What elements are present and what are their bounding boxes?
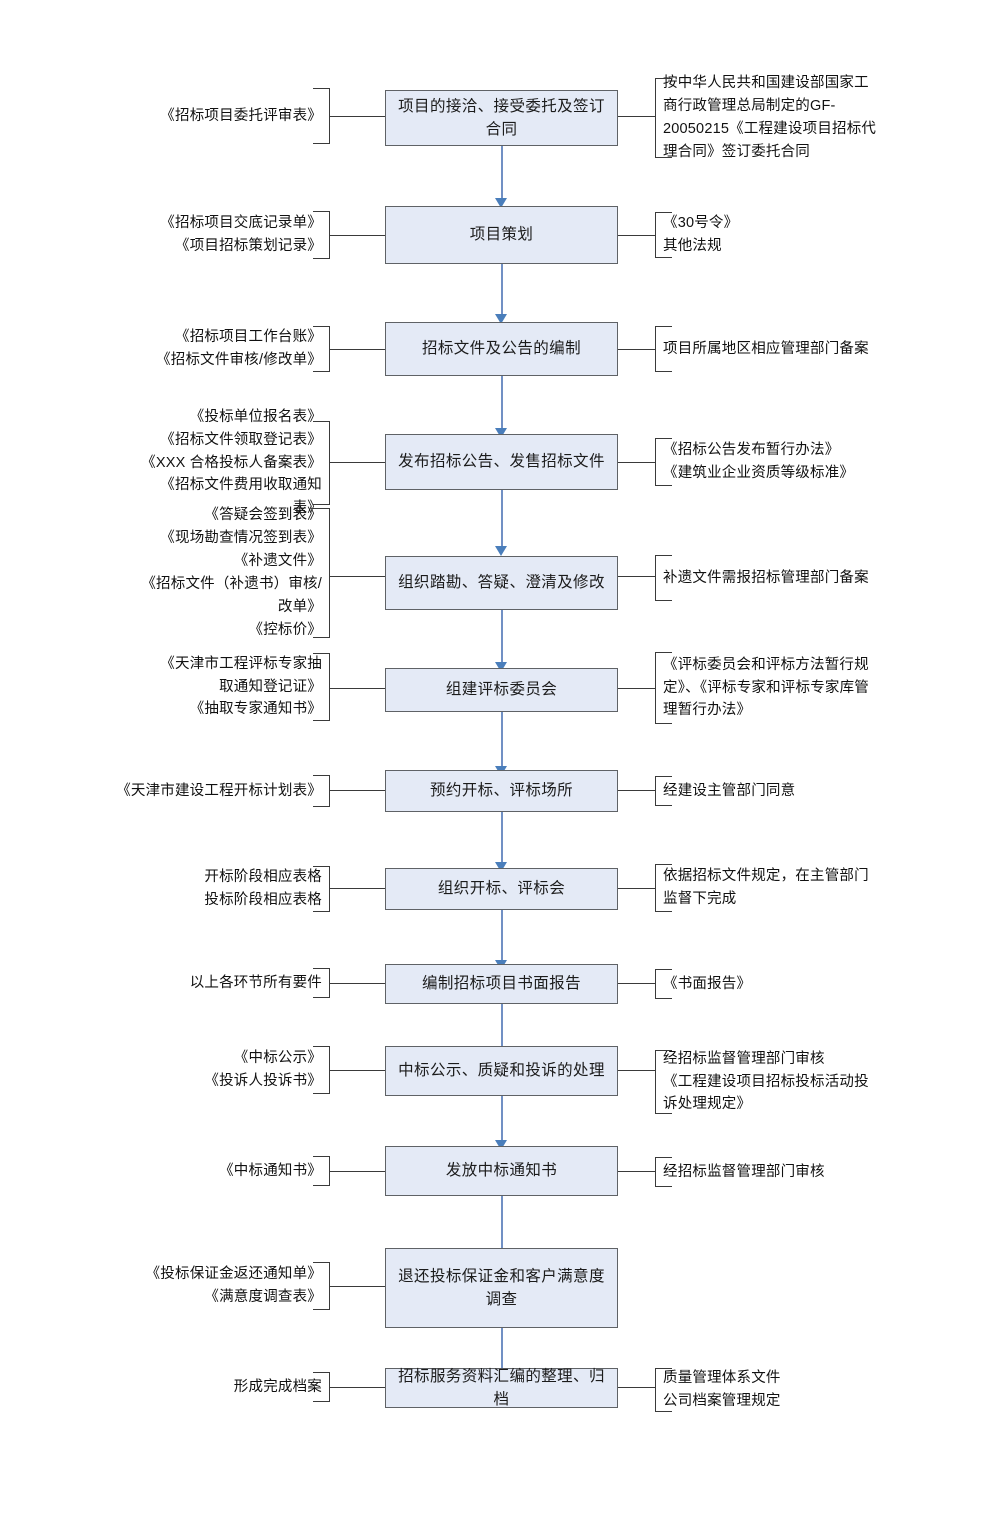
basis-note-step-2: 《30号令》 其他法规 xyxy=(655,212,883,258)
connector-9-10 xyxy=(501,1004,503,1048)
leader-right-9 xyxy=(618,983,655,984)
leader-left-6 xyxy=(330,688,385,689)
leader-right-8 xyxy=(618,888,655,889)
process-step-11[interactable]: 发放中标通知书 xyxy=(385,1146,618,1196)
leader-left-13 xyxy=(330,1387,385,1388)
arrowhead-4-5 xyxy=(495,546,507,556)
process-step-7[interactable]: 预约开标、评标场所 xyxy=(385,770,618,812)
basis-note-step-5: 补遗文件需报招标管理部门备案 xyxy=(655,555,883,601)
leader-right-6 xyxy=(618,688,655,689)
input-doc-step-1: 《招标项目委托评审表》 xyxy=(150,88,330,144)
leader-left-11 xyxy=(330,1171,385,1172)
arrowhead-10-11 xyxy=(495,1140,507,1150)
basis-note-step-9: 《书面报告》 xyxy=(655,969,883,999)
connector-3-4 xyxy=(501,376,503,430)
process-step-2[interactable]: 项目策划 xyxy=(385,206,618,264)
leader-left-12 xyxy=(330,1286,385,1287)
input-doc-step-9: 以上各环节所有要件 xyxy=(150,968,330,998)
connector-5-6 xyxy=(501,610,503,664)
arrowhead-3-4 xyxy=(495,428,507,438)
process-step-13[interactable]: 招标服务资料汇编的整理、归档 xyxy=(385,1368,618,1408)
leader-left-3 xyxy=(330,349,385,350)
connector-7-8 xyxy=(501,812,503,864)
leader-right-13 xyxy=(618,1387,655,1388)
leader-left-1 xyxy=(330,116,385,117)
leader-left-10 xyxy=(330,1070,385,1071)
connector-1-2 xyxy=(501,146,503,200)
leader-left-4 xyxy=(330,462,385,463)
arrowhead-2-3 xyxy=(495,314,507,324)
process-step-5[interactable]: 组织踏勘、答疑、澄清及修改 xyxy=(385,556,618,610)
connector-4-5 xyxy=(501,490,503,548)
basis-note-step-13: 质量管理体系文件 公司档案管理规定 xyxy=(655,1368,883,1412)
input-doc-step-5: 《答疑会签到表》 《现场勘查情况签到表》 《补遗文件》 《招标文件（补遗书）审核… xyxy=(140,507,330,638)
input-doc-step-7: 《天津市建设工程开标计划表》 xyxy=(108,775,330,807)
process-step-1[interactable]: 项目的接洽、接受委托及签订合同 xyxy=(385,90,618,146)
leader-right-1 xyxy=(618,116,655,117)
arrowhead-7-8 xyxy=(495,862,507,872)
leader-left-7 xyxy=(330,790,385,791)
arrowhead-5-6 xyxy=(495,662,507,672)
connector-6-7 xyxy=(501,712,503,768)
basis-note-step-8: 依据招标文件规定，在主管部门监督下完成 xyxy=(655,864,883,912)
leader-left-8 xyxy=(330,888,385,889)
input-doc-step-2: 《招标项目交底记录单》 《项目招标策划记录》 xyxy=(150,211,330,259)
leader-left-2 xyxy=(330,235,385,236)
leader-right-10 xyxy=(618,1070,655,1071)
leader-right-2 xyxy=(618,235,655,236)
input-doc-step-10: 《中标公示》 《投诉人投诉书》 xyxy=(150,1046,330,1094)
basis-note-step-3: 项目所属地区相应管理部门备案 xyxy=(655,326,883,372)
leader-left-5 xyxy=(330,576,385,577)
process-step-8[interactable]: 组织开标、评标会 xyxy=(385,868,618,910)
connector-10-11 xyxy=(501,1096,503,1142)
basis-note-step-11: 经招标监督管理部门审核 xyxy=(655,1157,883,1187)
input-doc-step-6: 《天津市工程评标专家抽取通知登记证》 《抽取专家通知书》 xyxy=(150,653,330,721)
input-doc-step-4: 《投标单位报名表》 《招标文件领取登记表》 《XXX 合格投标人备案表》 《招标… xyxy=(140,409,330,516)
leader-right-4 xyxy=(618,462,655,463)
process-step-10[interactable]: 中标公示、质疑和投诉的处理 xyxy=(385,1046,618,1096)
connector-2-3 xyxy=(501,264,503,316)
input-doc-step-13: 形成完成档案 xyxy=(230,1372,330,1402)
process-step-9[interactable]: 编制招标项目书面报告 xyxy=(385,964,618,1004)
connector-11-12 xyxy=(501,1196,503,1250)
input-doc-step-11: 《中标通知书》 xyxy=(150,1156,330,1186)
basis-note-step-1: 按中华人民共和国建设部国家工商行政管理总局制定的GF-20050215《工程建设… xyxy=(655,75,883,160)
leader-right-11 xyxy=(618,1171,655,1172)
process-step-6[interactable]: 组建评标委员会 xyxy=(385,668,618,712)
process-step-4[interactable]: 发布招标公告、发售招标文件 xyxy=(385,434,618,490)
basis-note-step-4: 《招标公告发布暂行办法》 《建筑业企业资质等级标准》 xyxy=(655,438,883,486)
leader-right-3 xyxy=(618,349,655,350)
connector-12-13 xyxy=(501,1328,503,1374)
basis-note-step-6: 《评标委员会和评标方法暂行规定》、《评标专家和评标专家库管理暂行办法》 xyxy=(655,652,883,724)
leader-right-7 xyxy=(618,790,655,791)
basis-note-step-7: 经建设主管部门同意 xyxy=(655,776,883,806)
leader-left-9 xyxy=(330,983,385,984)
arrowhead-1-2 xyxy=(495,198,507,208)
connector-8-9 xyxy=(501,910,503,962)
process-step-12[interactable]: 退还投标保证金和客户满意度调查 xyxy=(385,1248,618,1328)
input-doc-step-8: 开标阶段相应表格 投标阶段相应表格 xyxy=(150,866,330,912)
input-doc-step-12: 《投标保证金返还通知单》 《满意度调查表》 xyxy=(138,1262,330,1310)
basis-note-step-10: 经招标监督管理部门审核 《工程建设项目招标投标活动投诉处理规定》 xyxy=(655,1050,883,1114)
input-doc-step-3: 《招标项目工作台账》 《招标文件审核/修改单》 xyxy=(150,326,330,372)
process-step-3[interactable]: 招标文件及公告的编制 xyxy=(385,322,618,376)
leader-right-5 xyxy=(618,576,655,577)
